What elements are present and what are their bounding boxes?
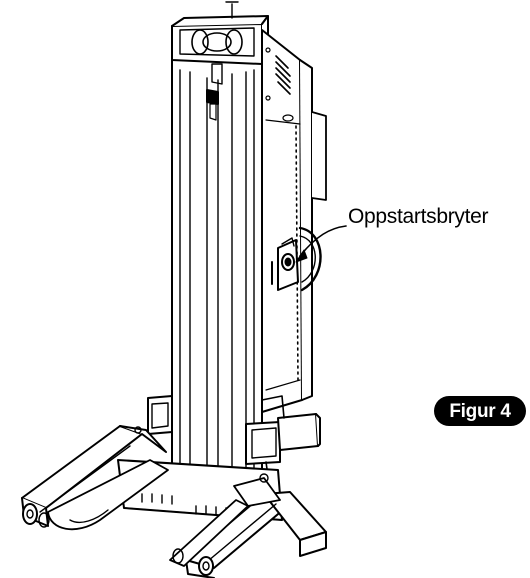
start-switch-label: Oppstartsbryter	[348, 205, 489, 228]
callout-arrow	[295, 225, 347, 263]
base	[21, 425, 327, 578]
control-housing	[261, 29, 327, 413]
carriage-brackets	[147, 395, 321, 484]
start-switch	[271, 237, 299, 291]
column	[171, 57, 263, 487]
figure-number-badge: Figur 4	[434, 396, 526, 426]
